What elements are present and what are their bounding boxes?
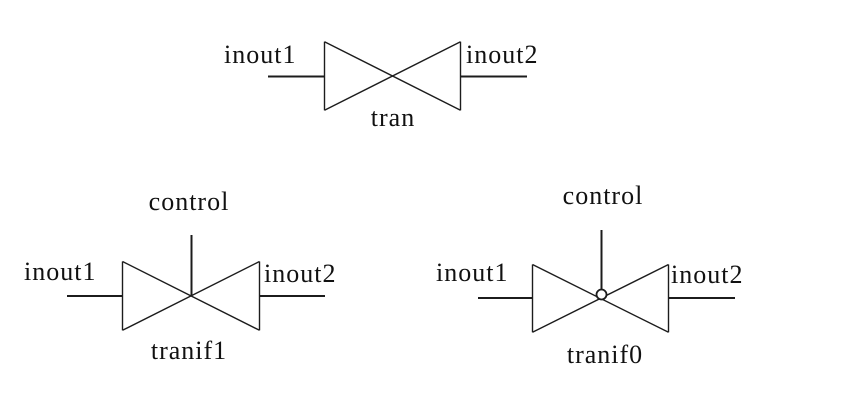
- tranif0-inout1-label: inout1: [436, 258, 509, 287]
- tran-inout1-label: inout1: [224, 40, 297, 69]
- tranif0-name-label: tranif0: [566, 340, 644, 369]
- tranif0-control-label: control: [562, 181, 644, 210]
- tran-bowtie-symbol: [268, 41, 527, 111]
- tranif0-inout2-label: inout2: [671, 260, 744, 289]
- tranif1-inout2-label: inout2: [264, 259, 337, 288]
- tranif1-inout1-label: inout1: [24, 257, 97, 286]
- tranif0-bowtie-symbol: [478, 230, 735, 333]
- tran-name-label: tran: [370, 103, 416, 132]
- tran-diagonal-2: [324, 41, 461, 111]
- tranif1-bowtie-symbol: [67, 235, 325, 331]
- tranif1-name-label: tranif1: [150, 336, 228, 365]
- tranif1-control-label: control: [148, 187, 230, 216]
- tranif0-inversion-bubble-icon: [595, 288, 608, 301]
- tranif1-diagonal-2: [122, 260, 260, 331]
- tran-inout2-label: inout2: [466, 40, 539, 69]
